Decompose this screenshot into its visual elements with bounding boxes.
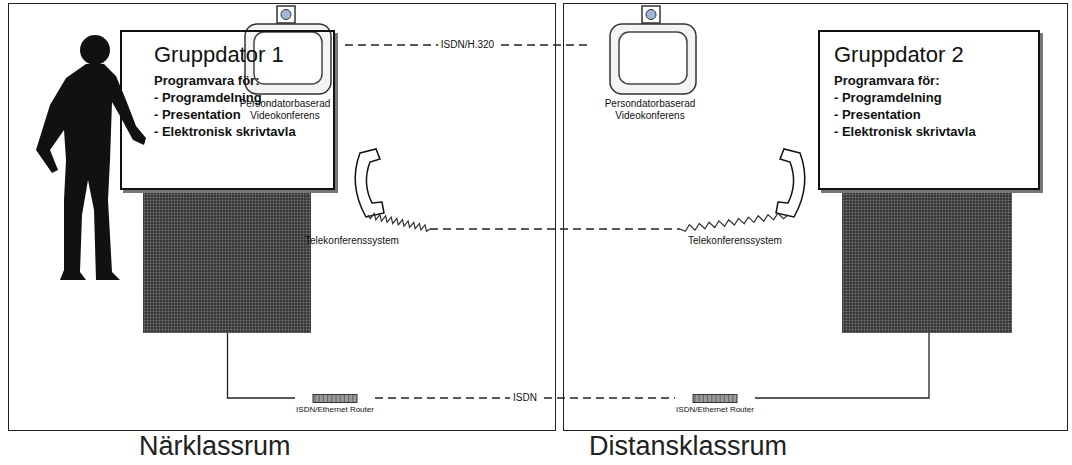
teacher-body: [36, 64, 146, 280]
device-label: ISDN/Ethernet Router: [675, 405, 755, 415]
room-heading: Närklassrum: [139, 433, 291, 460]
local-cable: [755, 333, 929, 398]
computer-cabinet: [143, 190, 311, 333]
isdn-router: ISDN/Ethernet Router: [675, 394, 755, 429]
teleconference-phone: Telekonferenssystem: [300, 145, 430, 250]
classroom-panel: NärklassrumGruppdator 1Programvara för:-…: [8, 3, 556, 431]
teacher-head: [80, 35, 110, 65]
device-label: Telekonferenssystem: [305, 235, 399, 247]
computer-title: Gruppdator 2: [834, 42, 1030, 68]
device-label: Persondatorbaserad Videokonferens: [590, 98, 710, 122]
link-label: ISDN: [510, 392, 540, 404]
device-label: Persondatorbaserad Videokonferens: [225, 98, 345, 122]
software-item: Programvara för:: [154, 72, 325, 89]
device-label: ISDN/Ethernet Router: [295, 405, 375, 415]
software-item: Programvara för:: [834, 72, 1030, 89]
local-cable: [228, 333, 296, 398]
videoconference-unit: Persondatorbaserad Videokonferens: [590, 4, 710, 128]
group-computer: Gruppdator 2 Programvara för:- Programdel…: [818, 30, 1040, 333]
network-link: [430, 228, 680, 229]
phone-icon: [680, 145, 815, 250]
classroom-panel: DistansklassrumPersondatorbaserad Videok…: [563, 3, 1068, 431]
software-item: - Elektronisk skrivtavla: [154, 123, 325, 140]
phone-cord: [368, 213, 430, 231]
room-heading: Distansklassrum: [589, 433, 787, 460]
software-item: - Presentation: [834, 106, 1030, 123]
handset: [776, 149, 805, 217]
computer-screen: Gruppdator 2 Programvara för:- Programdel…: [818, 30, 1040, 190]
computer-title: Gruppdator 1: [154, 42, 325, 68]
group-computer: Gruppdator 1Programvara för:- Programdel…: [120, 30, 335, 333]
phone-icon: [300, 145, 430, 250]
phone-cord: [680, 213, 788, 231]
teleconference-phone: Telekonferenssystem: [680, 145, 815, 250]
device-label: Telekonferenssystem: [688, 235, 782, 247]
handset: [355, 149, 384, 217]
software-item: - Elektronisk skrivtavla: [834, 123, 1030, 140]
software-item: - Programdelning: [834, 89, 1030, 106]
monitor-icon: [590, 4, 710, 128]
isdn-router: ISDN/Ethernet Router: [295, 394, 375, 429]
link-label: ISDN/H.320: [438, 39, 497, 51]
computer-cabinet: [842, 190, 1012, 333]
